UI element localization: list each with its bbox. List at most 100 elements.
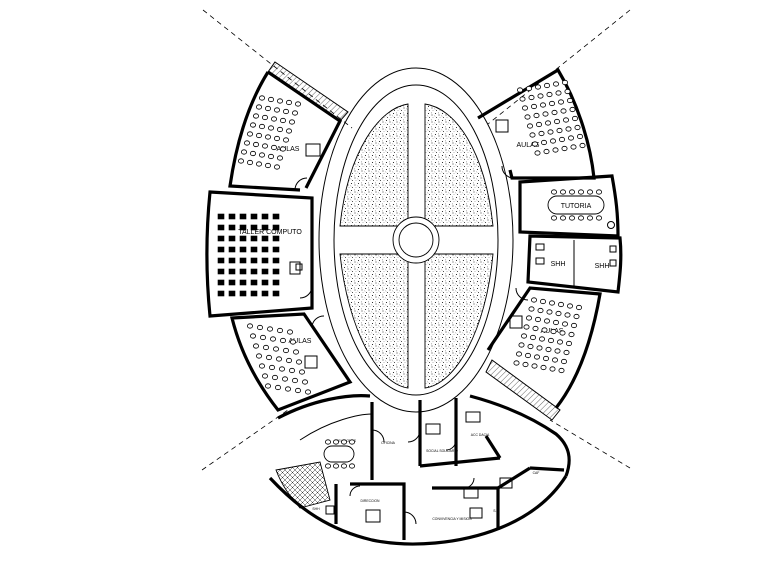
seat bbox=[532, 325, 539, 332]
seat bbox=[563, 117, 570, 123]
seat bbox=[530, 334, 537, 341]
garden-top-right bbox=[424, 103, 494, 227]
seat bbox=[566, 340, 573, 347]
seat bbox=[531, 363, 538, 369]
room-label-shh-b: SHH bbox=[595, 263, 610, 270]
seat bbox=[527, 343, 534, 350]
seat bbox=[246, 131, 253, 137]
seat bbox=[276, 327, 283, 334]
garden-bottom-right bbox=[424, 253, 494, 389]
seat bbox=[526, 85, 533, 92]
seat bbox=[529, 132, 536, 138]
seat bbox=[332, 463, 339, 469]
seat bbox=[284, 386, 291, 392]
seat bbox=[551, 189, 558, 195]
seat bbox=[536, 121, 543, 128]
seat bbox=[286, 329, 293, 335]
seat bbox=[258, 363, 265, 369]
seat bbox=[239, 224, 247, 231]
seat bbox=[281, 376, 288, 382]
seat bbox=[285, 357, 292, 364]
admin-garden bbox=[275, 461, 331, 509]
seat bbox=[272, 279, 280, 286]
seat bbox=[276, 155, 283, 161]
seat bbox=[228, 213, 236, 220]
seat bbox=[560, 108, 567, 114]
seat bbox=[546, 91, 553, 98]
seat bbox=[261, 213, 269, 220]
seat bbox=[534, 354, 541, 360]
seat bbox=[558, 301, 565, 308]
seat bbox=[562, 79, 569, 86]
seat bbox=[536, 345, 543, 351]
seat bbox=[561, 145, 568, 152]
seat bbox=[239, 268, 247, 275]
seat bbox=[261, 257, 269, 264]
seat bbox=[596, 189, 603, 195]
seat bbox=[228, 246, 236, 253]
seat bbox=[550, 138, 557, 144]
seat bbox=[532, 141, 539, 147]
room-label-direccion: DIRECCION bbox=[360, 499, 380, 503]
seat bbox=[301, 379, 308, 385]
upper-left-hatch bbox=[267, 61, 349, 122]
seat bbox=[275, 356, 282, 362]
seat bbox=[513, 360, 520, 366]
seat bbox=[559, 330, 566, 336]
seat bbox=[545, 120, 552, 126]
seat bbox=[261, 143, 268, 149]
seat bbox=[294, 387, 301, 394]
seat bbox=[559, 136, 566, 143]
seat bbox=[272, 246, 280, 253]
seat bbox=[272, 346, 279, 352]
seat bbox=[258, 152, 265, 158]
aulas-upper-left-room: AULAS bbox=[228, 61, 349, 192]
seat bbox=[561, 358, 568, 365]
seat bbox=[578, 215, 585, 221]
seat bbox=[340, 439, 347, 445]
seat bbox=[528, 306, 535, 312]
seat bbox=[587, 215, 594, 221]
seat bbox=[273, 107, 280, 113]
seat bbox=[282, 108, 289, 115]
seat bbox=[266, 326, 273, 332]
seat bbox=[240, 149, 247, 155]
room-label-aulas-upper-right: AULAS bbox=[517, 142, 540, 149]
seat bbox=[569, 215, 576, 221]
room-label-sb: S.B bbox=[493, 509, 499, 513]
seat bbox=[538, 130, 545, 137]
room-label-taller: TALLER COMPUTO bbox=[238, 229, 302, 236]
seat bbox=[273, 135, 280, 142]
seat bbox=[516, 351, 523, 357]
seat bbox=[551, 215, 558, 221]
seat bbox=[252, 113, 259, 119]
seat bbox=[537, 307, 544, 314]
seat bbox=[288, 119, 295, 125]
seat bbox=[587, 189, 594, 195]
seat bbox=[540, 102, 547, 108]
seat bbox=[571, 322, 578, 329]
room-label-social: SOCIAL SOLIDARIO bbox=[426, 449, 458, 453]
room-label-convivencia: CONVIVENCIA Y MISION bbox=[432, 517, 472, 521]
seat bbox=[250, 235, 258, 242]
seat bbox=[517, 87, 524, 93]
seat bbox=[255, 161, 262, 167]
seat bbox=[544, 82, 551, 89]
seat bbox=[255, 353, 262, 359]
seat bbox=[272, 213, 280, 220]
seat bbox=[324, 439, 331, 445]
seat bbox=[239, 290, 247, 297]
seat bbox=[250, 290, 258, 297]
seat bbox=[267, 96, 274, 103]
seat bbox=[539, 336, 546, 342]
seat bbox=[519, 96, 526, 102]
seat bbox=[533, 112, 540, 119]
admin-block: REUNIONES OFICINA SOCIAL SOLIDARIO ACC D… bbox=[268, 394, 571, 546]
seat bbox=[576, 304, 583, 311]
seat bbox=[567, 97, 574, 104]
seat bbox=[537, 93, 544, 99]
seat bbox=[541, 327, 548, 333]
seat bbox=[259, 334, 266, 341]
seat bbox=[563, 349, 570, 356]
seat bbox=[560, 215, 567, 221]
